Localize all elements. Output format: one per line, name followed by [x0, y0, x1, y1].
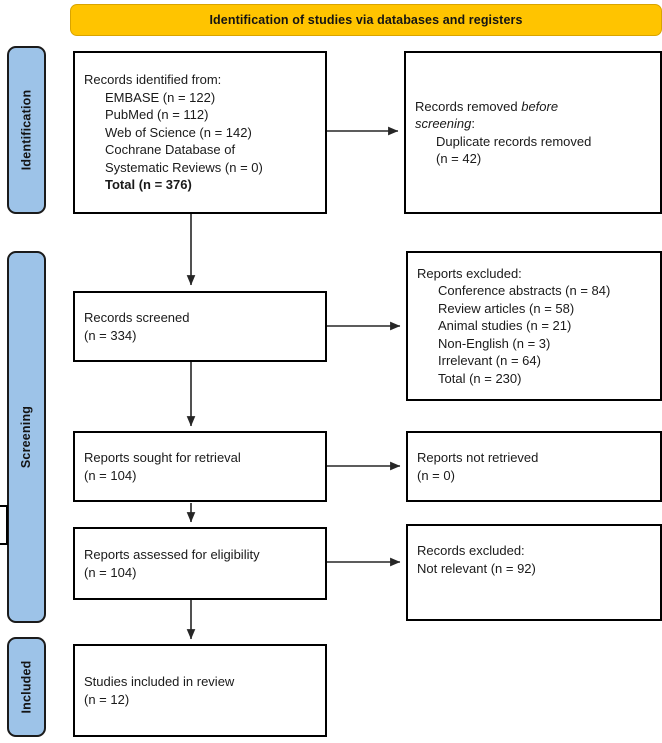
- phase-tab-included: Included: [7, 637, 46, 737]
- phase-tab-included-label: Included: [19, 660, 34, 714]
- phase-tab-identification-label: Identification: [19, 89, 34, 171]
- box-line: PubMed (n = 112): [105, 107, 209, 123]
- box-reports-not-retrieved: Reports not retrieved (n = 0): [406, 431, 662, 502]
- box-studies-included-in-review: Studies included in review (n = 12): [73, 644, 327, 737]
- emphasis-before: before: [521, 98, 559, 114]
- box-line: EMBASE (n = 122): [105, 89, 216, 105]
- box-line: Animal studies (n = 21): [438, 318, 572, 334]
- box-reports-sought-for-retrieval: Reports sought for retrieval (n = 104): [73, 431, 327, 502]
- box-reports-excluded: Reports excluded: Conference abstracts (…: [406, 251, 662, 401]
- box-line-total: Total (n = 230): [438, 370, 522, 386]
- box-line: Reports sought for retrieval: [84, 450, 241, 465]
- box-line: Systematic Reviews (n = 0): [105, 159, 263, 175]
- edge-clipped-box-fragment: [0, 505, 8, 545]
- box-line: Records excluded:: [417, 543, 525, 558]
- box-line: (n = 0): [417, 467, 455, 483]
- box-line: Web of Science (n = 142): [105, 124, 252, 140]
- box-line: Reports assessed for eligibility: [84, 547, 260, 562]
- phase-tab-identification: Identification: [7, 46, 46, 214]
- box-line: (n = 104): [84, 564, 137, 580]
- box-line: Non-English (n = 3): [438, 335, 551, 351]
- box-records-removed-before-screening: Records removed before screening: Duplic…: [404, 51, 662, 214]
- box-line: (n = 42): [436, 151, 482, 166]
- box-reports-assessed-for-eligibility: Reports assessed for eligibility (n = 10…: [73, 527, 327, 600]
- box-records-identified: Records identified from: EMBASE (n = 122…: [73, 51, 327, 214]
- phase-tab-screening-label: Screening: [19, 405, 34, 469]
- box-records-excluded-not-relevant: Records excluded: Not relevant (n = 92): [406, 524, 662, 621]
- box-line: (n = 104): [84, 467, 137, 483]
- box-line: (n = 12): [84, 691, 130, 707]
- box-line: (n = 334): [84, 327, 137, 343]
- phase-banner-identification: Identification of studies via databases …: [70, 4, 662, 36]
- box-line: Duplicate records removed: [436, 133, 592, 149]
- phase-banner-label: Identification of studies via databases …: [209, 13, 523, 27]
- box-line: Records removed before: [415, 98, 651, 116]
- box-line: Review articles (n = 58): [438, 300, 575, 316]
- box-line: Not relevant (n = 92): [417, 560, 536, 576]
- box-line: Irrelevant (n = 64): [438, 353, 541, 369]
- phase-tab-screening: Screening: [7, 251, 46, 623]
- box-line: screening:: [415, 116, 475, 131]
- box-line: Records identified from:: [84, 72, 222, 88]
- box-line: Studies included in review: [84, 674, 235, 689]
- box-line: Reports excluded:: [417, 265, 522, 281]
- box-line-total: Total (n = 376): [105, 177, 192, 193]
- box-line: Reports not retrieved: [417, 450, 539, 465]
- emphasis-screening: screening: [415, 116, 472, 131]
- box-line: Conference abstracts (n = 84): [438, 283, 611, 299]
- box-line-text: Records removed before: [415, 98, 559, 114]
- box-records-screened: Records screened (n = 334): [73, 291, 327, 362]
- box-line: Cochrane Database of: [105, 142, 236, 158]
- box-line: Records screened: [84, 310, 190, 325]
